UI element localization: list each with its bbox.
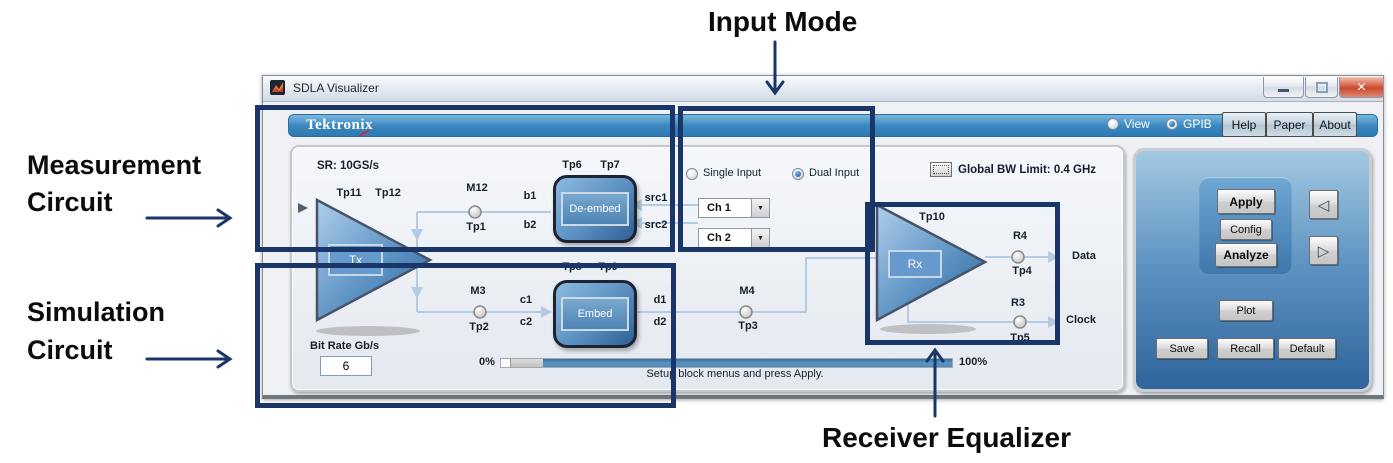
label-m4: M4 <box>739 285 755 297</box>
simulation-annotation-line1: Simulation <box>27 297 166 327</box>
ch1-value: Ch 1 <box>707 202 731 214</box>
bit-rate-label: Bit Rate Gb/s <box>310 340 380 352</box>
bit-rate-input[interactable]: 6 <box>320 356 372 376</box>
triangle-left-icon: ◁ <box>1317 195 1330 214</box>
testpoint-m3[interactable] <box>473 305 487 319</box>
config-button[interactable]: Config <box>1220 219 1272 240</box>
input-mode-annotation: Input Mode <box>708 6 858 37</box>
label-d2: d2 <box>653 316 667 328</box>
view-radio-label: View <box>1124 117 1150 131</box>
label-c1: c1 <box>519 294 533 306</box>
about-button[interactable]: About <box>1313 112 1357 137</box>
dual-input-label: Dual Input <box>809 167 860 179</box>
save-button[interactable]: Save <box>1156 338 1208 359</box>
paper-button[interactable]: Paper <box>1266 112 1313 137</box>
progress-bar[interactable] <box>500 358 953 368</box>
input-mode-box <box>678 106 875 252</box>
simulation-circuit-box <box>255 263 676 408</box>
chevron-down-icon: ▼ <box>751 199 769 217</box>
testpoint-r3[interactable] <box>1013 315 1027 329</box>
status-text: Setup block menus and press Apply. <box>646 368 824 380</box>
sample-rate-label: SR: 10GS/s <box>317 160 379 172</box>
label-r3: R3 <box>1010 297 1026 309</box>
diagram-panel <box>290 145 1125 392</box>
plot-button[interactable]: Plot <box>1219 300 1273 321</box>
close-button[interactable]: ✕ <box>1339 77 1384 98</box>
dual-input-radio[interactable] <box>792 168 804 180</box>
receiver-equalizer-box <box>865 202 1060 345</box>
deembed-button[interactable]: De-embed <box>561 192 629 226</box>
testpoint-r4[interactable] <box>1011 250 1025 264</box>
tektronix-header-bar: Tektronix <box>288 114 1378 137</box>
label-b2: b2 <box>523 219 537 231</box>
label-clock: Clock <box>1066 314 1096 326</box>
view-radio[interactable] <box>1107 118 1119 130</box>
screen-icon[interactable] <box>930 162 952 177</box>
deembed-block[interactable]: De-embed <box>553 175 637 243</box>
single-input-label: Single Input <box>703 167 762 179</box>
rx-button[interactable]: Rx <box>888 250 942 278</box>
label-tp7: Tp7 <box>600 159 620 171</box>
label-tp1: Tp1 <box>466 221 486 233</box>
progress-gray-segment <box>511 359 543 367</box>
measurement-circuit-box <box>255 105 675 252</box>
embed-button[interactable]: Embed <box>561 297 629 331</box>
tektronix-logo: Tektronix <box>306 117 374 133</box>
single-input-radio[interactable] <box>686 168 698 180</box>
progress-thumb[interactable] <box>501 359 511 367</box>
simulation-annotation-line2: Circuit <box>27 335 113 365</box>
label-tp10: Tp10 <box>919 211 945 223</box>
input-arrow-icon <box>298 203 308 213</box>
tx-shadow <box>316 326 420 336</box>
testpoint-m12[interactable] <box>468 205 482 219</box>
label-tp3: Tp3 <box>738 320 758 332</box>
label-data: Data <box>1072 250 1096 262</box>
ch2-select[interactable]: Ch 2 ▼ <box>698 228 770 248</box>
rx-shadow <box>880 324 976 334</box>
prev-button[interactable]: ◁ <box>1309 190 1338 219</box>
label-tp12: Tp12 <box>375 187 401 199</box>
label-r4: R4 <box>1012 230 1028 242</box>
ch1-select[interactable]: Ch 1 ▼ <box>698 198 770 218</box>
receiver-equalizer-annotation: Receiver Equalizer <box>822 422 1072 453</box>
apply-button[interactable]: Apply <box>1217 189 1275 214</box>
title-bar[interactable]: SDLA Visualizer <box>263 76 1383 102</box>
label-b1: b1 <box>523 190 537 202</box>
label-tp4: Tp4 <box>1012 265 1032 277</box>
minimize-icon <box>1278 88 1289 92</box>
ch2-value: Ch 2 <box>707 232 731 244</box>
label-src2: src2 <box>644 219 668 231</box>
close-icon: ✕ <box>1356 80 1367 94</box>
measurement-annotation-line1: Measurement <box>27 150 202 180</box>
next-button[interactable]: ▷ <box>1309 236 1338 265</box>
global-bw-label: Global BW Limit: 0.4 GHz <box>958 164 1097 176</box>
analyze-button[interactable]: Analyze <box>1215 243 1277 267</box>
label-m3: M3 <box>470 285 486 297</box>
minimize-button[interactable] <box>1263 77 1304 98</box>
progress-end-label: 100% <box>959 356 988 368</box>
label-m12: M12 <box>466 182 488 194</box>
measurement-annotation-line2: Circuit <box>27 187 113 217</box>
testpoint-m4[interactable] <box>739 305 753 319</box>
matlab-icon <box>270 80 285 95</box>
triangle-right-icon: ▷ <box>1317 241 1330 260</box>
progress-start-label: 0% <box>479 356 495 368</box>
default-button[interactable]: Default <box>1278 338 1336 359</box>
recall-button[interactable]: Recall <box>1217 338 1274 359</box>
label-tp11: Tp11 <box>336 187 362 199</box>
progress-blue-segment <box>543 359 952 367</box>
label-c2: c2 <box>519 316 533 328</box>
label-d1: d1 <box>653 294 667 306</box>
maximize-button[interactable] <box>1305 77 1338 98</box>
help-button[interactable]: Help <box>1222 112 1266 137</box>
maximize-icon <box>1315 81 1328 93</box>
window-title: SDLA Visualizer <box>293 81 379 95</box>
embed-block[interactable]: Embed <box>553 280 637 348</box>
label-tp2: Tp2 <box>469 321 489 333</box>
chevron-down-icon: ▼ <box>751 229 769 247</box>
label-tp6: Tp6 <box>562 159 582 171</box>
gpib-radio-label: GPIB <box>1183 117 1212 131</box>
label-src1: src1 <box>644 192 668 204</box>
gpib-radio[interactable] <box>1166 118 1178 130</box>
